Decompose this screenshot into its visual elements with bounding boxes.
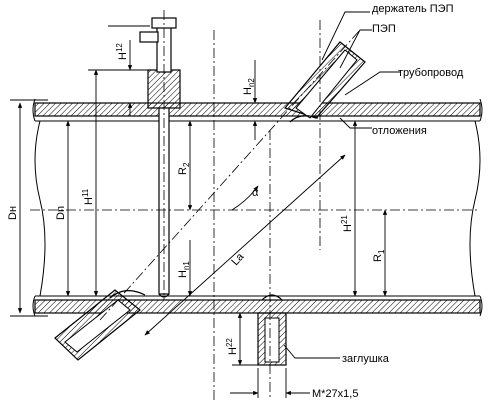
dim-h12: H12 <box>115 43 129 60</box>
top-pipe-wall <box>32 98 483 122</box>
holder-label: держатель ПЭП <box>372 3 454 15</box>
dim-outer-diameter: Dн <box>7 206 19 220</box>
dim-h22: H22 <box>225 338 239 355</box>
deposits-label: отложения <box>372 125 427 137</box>
leader-lines <box>283 11 400 359</box>
dim-r2: R2 <box>177 162 191 175</box>
dim-inner-diameter: Dn <box>55 206 67 220</box>
dim-hn1: Hn1 <box>177 261 191 278</box>
vertical-probe <box>139 17 181 298</box>
dim-alpha: α <box>252 187 259 199</box>
dim-la: La <box>229 250 247 268</box>
dim-r1: R1 <box>372 249 386 262</box>
plug-label: заглушка <box>342 353 390 365</box>
dimension-lines <box>10 25 388 398</box>
transducer-label: ПЭП <box>372 23 396 35</box>
upper-holder <box>283 41 366 123</box>
dim-hn2: Hn2 <box>242 78 256 95</box>
lower-holder <box>54 289 146 361</box>
pipe-break-right <box>469 120 481 297</box>
dim-h21: H21 <box>340 215 354 232</box>
thread-label: M*27x1,5 <box>312 388 358 400</box>
pipe-break-left <box>34 120 46 297</box>
pipeline-label: трубопровод <box>398 67 464 79</box>
dim-h11: H11 <box>81 188 95 205</box>
